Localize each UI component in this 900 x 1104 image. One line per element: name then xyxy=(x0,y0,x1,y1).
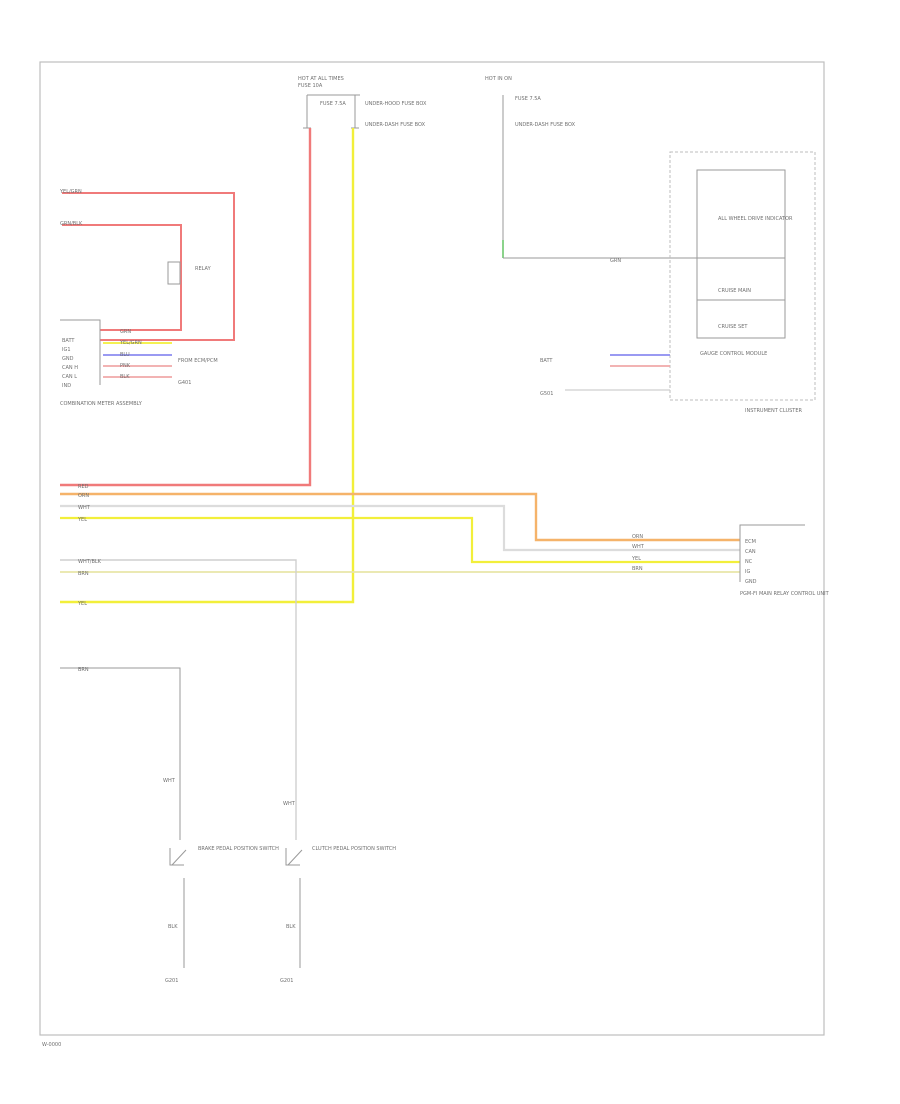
meter-inner xyxy=(696,169,786,339)
left-pin-4: CAN L xyxy=(62,374,77,380)
meter-note: BATT xyxy=(540,358,553,364)
mid-wire-0: RED xyxy=(78,484,89,490)
sw2-ground-label: G201 xyxy=(280,978,293,984)
left-wire-0: GRN xyxy=(120,329,131,335)
top-mid-a-label: HOT IN ON xyxy=(485,76,512,82)
mid-wire-f: BRN xyxy=(78,571,89,577)
switch-1-group: BRN WHT BRAKE PEDAL POSITION SWITCH BLK … xyxy=(60,667,279,984)
meter-note-2: G501 xyxy=(540,391,553,397)
meter-side-label: INSTRUMENT CLUSTER xyxy=(745,408,803,414)
top-fuse-a-label: HOT AT ALL TIMES xyxy=(298,76,344,82)
left-pin-5: IND xyxy=(62,383,71,389)
diagram-border xyxy=(39,61,825,1036)
right-val-1: WHT xyxy=(632,544,645,550)
left-red-wire-a xyxy=(62,192,235,341)
sw2-bottom-label: BLK xyxy=(286,924,296,930)
top-mid-fuse: HOT IN ON FUSE 7.5A UNDER-DASH FUSE BOX … xyxy=(485,76,700,264)
left-wire-a-label: YEL/GRN xyxy=(59,189,82,195)
footer-code: W-0000 xyxy=(42,1042,61,1048)
left-pin-3: CAN H xyxy=(62,365,78,371)
top-fuse-block: HOT AT ALL TIMES FUSE 10A FUSE 7.5A UNDE… xyxy=(298,76,427,129)
mid-wire-3: YEL xyxy=(77,517,87,523)
switch-2-symbol xyxy=(285,848,303,866)
sw1-ground-label: G201 xyxy=(165,978,178,984)
left-note-b: G401 xyxy=(178,380,191,386)
right-pin-3: IG xyxy=(745,569,750,575)
mid-wire-2: WHT xyxy=(78,505,91,511)
left-wire-2: BLU xyxy=(120,352,130,358)
meter-wire-label: GRN xyxy=(610,258,621,264)
left-wire-3: PNK xyxy=(120,363,131,369)
meter-outline xyxy=(669,151,816,401)
left-wire-b-label: GRN/BLK xyxy=(60,221,83,227)
sw1-top-label: WHT xyxy=(163,778,176,784)
top-fuse-d-label: FUSE 7.5A xyxy=(320,101,346,107)
right-val-3: BRN xyxy=(632,566,643,572)
left-wire-1: YEL/GRN xyxy=(119,340,142,346)
right-unit-group: ECM CAN NC IG GND ORN WHT YEL BRN PGM-FI… xyxy=(631,524,830,597)
sw2-top-label: WHT xyxy=(283,801,296,807)
mid-wire-labels: RED ORN WHT YEL WHT/BLK BRN YEL xyxy=(77,484,102,607)
right-unit-label: PGM-FI MAIN RELAY CONTROL UNIT xyxy=(740,591,830,597)
mid-wire-g: YEL xyxy=(77,601,87,607)
orange-wire xyxy=(60,492,740,542)
meter-box-b: CRUISE MAIN xyxy=(718,288,751,294)
left-red-wire-b xyxy=(62,224,182,331)
left-pin-2: GND xyxy=(62,356,74,362)
white-wire xyxy=(60,504,740,552)
yellow-wire-2 xyxy=(60,516,740,564)
right-pin-1: CAN xyxy=(745,549,756,555)
meter-box-c: CRUISE SET xyxy=(718,324,748,330)
left-unit-frame xyxy=(60,319,101,385)
top-fuse-e-label: UNDER-DASH FUSE BOX xyxy=(365,122,426,128)
sw1-bottom-label: BLK xyxy=(168,924,178,930)
meter-group: ALL WHEEL DRIVE INDICATOR CRUISE MAIN CR… xyxy=(540,151,816,414)
switch-2-group: WHT CLUTCH PEDAL POSITION SWITCH BLK G20… xyxy=(280,801,396,984)
relay-name: RELAY xyxy=(195,266,212,272)
left-pin-0: BATT xyxy=(62,338,75,344)
meter-box-a: ALL WHEEL DRIVE INDICATOR xyxy=(718,216,793,222)
top-mid-c-label: UNDER-DASH FUSE BOX xyxy=(515,122,576,128)
left-pin-1: IG1 xyxy=(62,347,71,353)
yellow-wire xyxy=(60,128,355,604)
right-val-2: YEL xyxy=(631,556,641,562)
left-wire-4: BLK xyxy=(120,374,130,380)
lower-wire-h: BRN xyxy=(78,667,89,673)
sw2-name: CLUTCH PEDAL POSITION SWITCH xyxy=(312,846,396,852)
meter-title: GAUGE CONTROL MODULE xyxy=(700,351,767,357)
relay-coil xyxy=(167,261,181,285)
switch-1-wire xyxy=(60,667,181,840)
right-val-0: ORN xyxy=(632,534,643,540)
right-pin-2: NC xyxy=(745,559,753,565)
mid-wire-1: ORN xyxy=(78,493,89,499)
mid-wire-e: WHT/BLK xyxy=(78,559,102,565)
red-wire xyxy=(60,128,312,487)
white-black-wire xyxy=(60,559,297,840)
sw1-name: BRAKE PEDAL POSITION SWITCH xyxy=(198,846,279,852)
left-unit-label: COMBINATION METER ASSEMBLY xyxy=(60,401,143,407)
top-mid-b-label: FUSE 7.5A xyxy=(515,96,541,102)
top-fuse-c-label: UNDER-HOOD FUSE BOX xyxy=(365,101,427,107)
left-note-a: FROM ECM/PCM xyxy=(178,358,218,364)
right-unit-frame xyxy=(739,524,805,582)
left-relay-group: YEL/GRN GRN/BLK RELAY BATT IG1 GND CAN H… xyxy=(59,189,235,407)
right-pin-4: GND xyxy=(745,579,757,585)
right-pin-0: ECM xyxy=(745,539,756,545)
top-fuse-b-label: FUSE 10A xyxy=(298,83,323,89)
switch-1-symbol xyxy=(169,848,187,866)
